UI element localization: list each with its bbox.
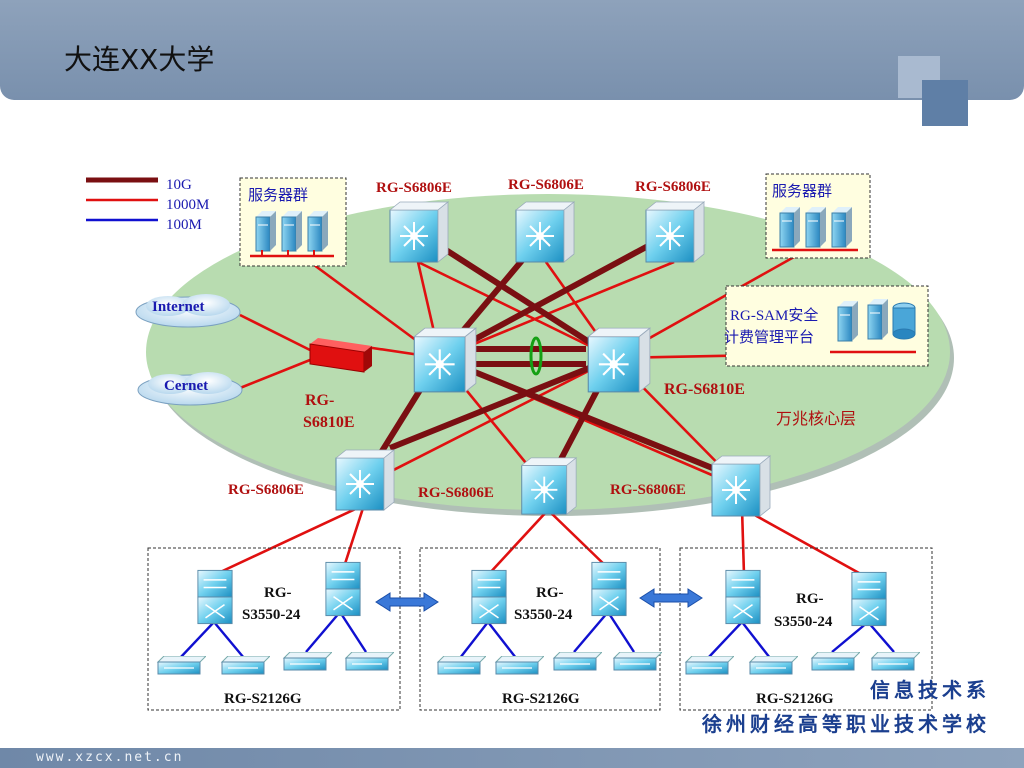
edge-switch-icon [749, 656, 798, 675]
internet-label: Internet [152, 299, 205, 315]
switch-top-2[interactable] [515, 201, 575, 263]
server-icon [307, 210, 328, 252]
core-right-label: RG-S6810E [664, 381, 745, 398]
edge-switch-icon [283, 652, 332, 671]
firewall-icon[interactable] [309, 338, 372, 373]
access-switch-icon [591, 561, 627, 617]
server-group-right-label: 服务器群 [772, 183, 832, 200]
edge-switch-label: RG-S2126G [224, 691, 302, 707]
access-group-3: RG- S3550-24 RG-S2126G [679, 547, 933, 711]
legend-1000m-label: 1000M [166, 197, 209, 213]
cernet-label: Cernet [164, 378, 208, 394]
access-switch-label-2: S3550-24 [242, 607, 301, 623]
links-1000m [213, 246, 916, 580]
header-bar [0, 0, 1024, 100]
dist-switch-1-label: RG-S6806E [228, 482, 304, 498]
double-arrow-icon [639, 588, 703, 608]
access-switch-icon [725, 569, 761, 625]
double-arrow-icon [375, 592, 439, 612]
dist-switch-1[interactable] [335, 449, 395, 511]
sam-platform[interactable]: RG-SAM安全 计费管理平台 [724, 285, 929, 367]
access-switch-label-1: RG- [796, 591, 824, 607]
edge-switch-icon [613, 652, 662, 671]
sam-platform-label-2: 计费管理平台 [724, 329, 814, 346]
core-switch-right[interactable] [587, 327, 651, 393]
switch-top-1[interactable] [389, 201, 449, 263]
edge-switch-label: RG-S2126G [756, 691, 834, 707]
edge-switch-icon [871, 652, 920, 671]
core-left-label-2: S6810E [303, 414, 355, 431]
edge-switch-label: RG-S2126G [502, 691, 580, 707]
edge-switch-icon [437, 656, 486, 675]
dist-switch-2[interactable] [520, 456, 578, 516]
server-icon [255, 210, 276, 252]
core-switch-left[interactable] [413, 327, 477, 393]
switch-top-1-label: RG-S6806E [376, 180, 452, 196]
access-group-1: RG- S3550-24 RG-S2126G [147, 547, 401, 711]
cernet-cloud[interactable]: Cernet [137, 372, 243, 406]
server-group-left[interactable]: 服务器群 [239, 177, 347, 267]
legend: 10G 1000M 100M [86, 177, 209, 233]
access-switch-icon [471, 569, 507, 625]
server-group-left-label: 服务器群 [248, 187, 308, 204]
switch-top-3-label: RG-S6806E [635, 179, 711, 195]
dist-switch-3[interactable] [711, 455, 771, 517]
server-icon [867, 298, 888, 340]
access-switch-icon [197, 569, 233, 625]
access-switch-icon [851, 571, 887, 627]
edge-switch-icon [553, 652, 602, 671]
legend-10g-label: 10G [166, 177, 192, 193]
access-switch-label-1: RG- [536, 585, 564, 601]
database-icon [892, 302, 916, 340]
core-left-label-1: RG- [305, 392, 334, 409]
page-title: 大连XX大学 [64, 43, 215, 76]
access-group-2: RG- S3550-24 RG-S2126G [419, 547, 662, 711]
footer-bar [0, 748, 1024, 768]
server-icon [805, 206, 826, 248]
internet-cloud[interactable]: Internet [135, 294, 241, 328]
edge-switch-icon [221, 656, 270, 675]
department-name: 信息技术系 [870, 678, 990, 702]
switch-top-2-label: RG-S6806E [508, 177, 584, 193]
server-group-right[interactable]: 服务器群 [765, 173, 871, 259]
server-icon [831, 206, 852, 248]
edge-switch-icon [685, 656, 734, 675]
school-name: 徐州财经高等职业技术学校 [702, 712, 990, 736]
footer-url: www.xzcx.net.cn [36, 750, 184, 765]
dist-switch-3-label: RG-S6806E [610, 482, 686, 498]
links-100m [179, 611, 895, 659]
decor-square-dark [922, 80, 968, 126]
access-switch-icon [325, 561, 361, 617]
server-icon [837, 300, 858, 342]
link-aggregation-ring [529, 336, 543, 376]
access-switch-label-2: S3550-24 [774, 614, 833, 630]
edge-switch-icon [345, 652, 394, 671]
edge-switch-icon [157, 656, 206, 675]
edge-switch-icon [495, 656, 544, 675]
switch-top-3[interactable] [645, 201, 705, 263]
server-icon [281, 210, 302, 252]
dist-switch-2-label: RG-S6806E [418, 485, 494, 501]
access-switch-label-1: RG- [264, 585, 292, 601]
edge-switch-icon [811, 652, 860, 671]
legend-100m-label: 100M [166, 217, 202, 233]
server-icon [779, 206, 800, 248]
core-layer-label: 万兆核心层 [776, 410, 856, 428]
sam-platform-label-1: RG-SAM安全 [730, 306, 818, 324]
access-switch-label-2: S3550-24 [514, 607, 573, 623]
